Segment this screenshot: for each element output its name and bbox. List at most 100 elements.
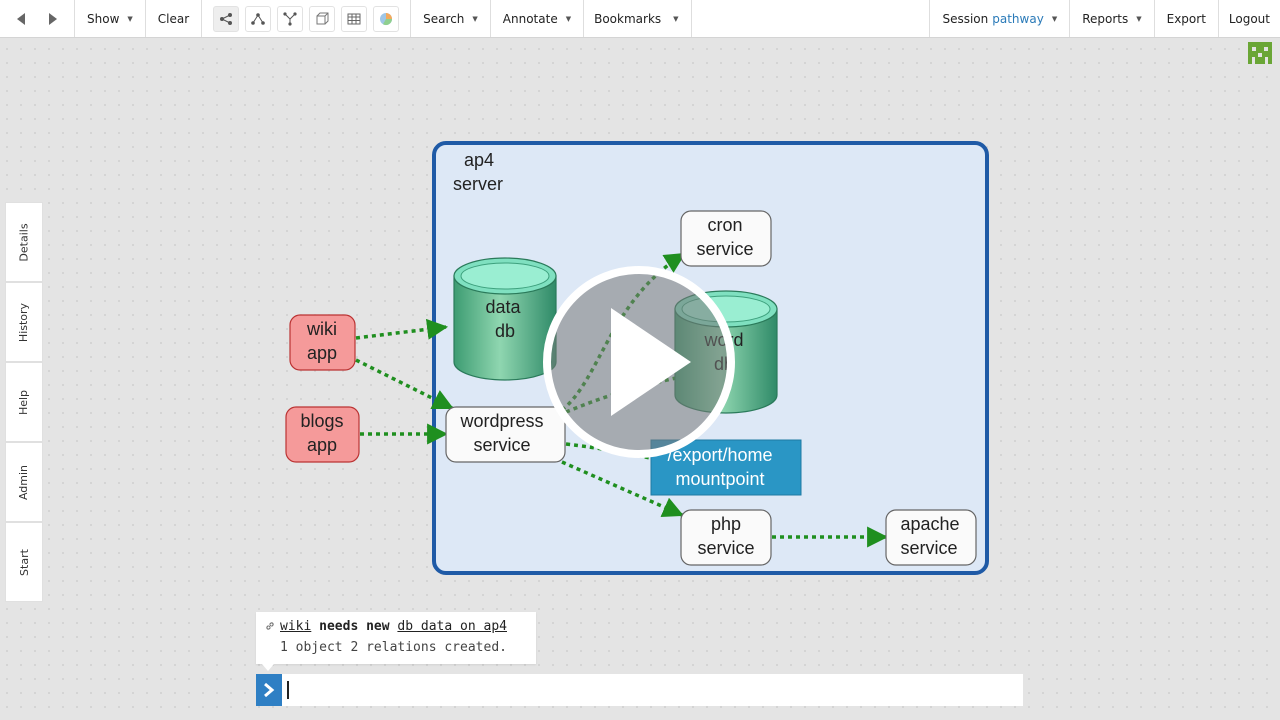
search-menu[interactable]: Search ▼ bbox=[411, 0, 490, 37]
clear-button[interactable]: Clear bbox=[146, 0, 201, 37]
node-wiki-app[interactable]: wiki app bbox=[289, 314, 356, 371]
share-view-button[interactable] bbox=[213, 5, 240, 32]
branch-icon bbox=[283, 11, 297, 26]
logout-group: Logout bbox=[1219, 0, 1280, 37]
message-verb: needs new bbox=[319, 618, 390, 634]
logout-button[interactable]: Logout bbox=[1219, 0, 1280, 37]
message-line: wiki needs new db data on ap4 bbox=[264, 618, 528, 634]
export-label: Export bbox=[1166, 11, 1206, 26]
php-label-line1: php bbox=[711, 514, 741, 534]
message-panel: wiki needs new db data on ap4 1 object 2… bbox=[256, 612, 536, 671]
message-result: 1 object 2 relations created. bbox=[280, 640, 507, 655]
back-icon bbox=[17, 12, 25, 25]
forward-button[interactable] bbox=[40, 5, 66, 32]
bookmarks-label: Bookmarks bbox=[594, 11, 662, 26]
cube-view-button[interactable] bbox=[309, 5, 336, 32]
chevron-right-icon bbox=[264, 683, 275, 697]
php-label-line2: service bbox=[697, 538, 754, 558]
table-icon bbox=[347, 13, 361, 24]
show-label: Show bbox=[87, 11, 120, 26]
bookmarks-group: Bookmarks ▼ bbox=[584, 0, 692, 37]
network-icon bbox=[251, 12, 265, 25]
session-label: Session bbox=[942, 11, 989, 26]
cube-icon bbox=[316, 12, 329, 24]
nav-group bbox=[0, 0, 75, 37]
clear-group: Clear bbox=[146, 0, 203, 37]
caret-down-icon: ▼ bbox=[673, 14, 679, 23]
export-group: Export bbox=[1155, 0, 1219, 37]
server-label-line1: ap4 bbox=[464, 150, 494, 170]
caret-down-icon: ▼ bbox=[1051, 14, 1058, 23]
tab-help[interactable]: Help bbox=[5, 362, 43, 442]
caret-down-icon: ▼ bbox=[472, 14, 478, 23]
node-data-db[interactable]: data db bbox=[453, 257, 557, 381]
side-tabs: Details History Help Admin Start bbox=[5, 202, 43, 602]
message-subject-link[interactable]: wiki bbox=[280, 618, 312, 634]
tab-start[interactable]: Start bbox=[5, 522, 43, 602]
show-menu[interactable]: Show ▼ bbox=[75, 0, 145, 37]
datadb-label-line1: data bbox=[485, 297, 521, 317]
command-prompt bbox=[256, 674, 282, 706]
message-object-link[interactable]: db data on ap4 bbox=[397, 618, 507, 634]
tab-history[interactable]: History bbox=[5, 282, 43, 362]
annotate-menu[interactable]: Annotate ▼ bbox=[491, 0, 583, 37]
node-php-service[interactable]: php service bbox=[680, 509, 772, 566]
bookmarks-menu[interactable]: Bookmarks ▼ bbox=[584, 0, 690, 37]
play-triangle-icon bbox=[611, 308, 691, 416]
tab-details[interactable]: Details bbox=[5, 202, 43, 282]
session-name: pathway bbox=[992, 11, 1044, 26]
caret-down-icon: ▼ bbox=[565, 14, 572, 23]
export-button[interactable]: Export bbox=[1155, 0, 1218, 37]
command-bar bbox=[256, 674, 1023, 706]
view-icons-group bbox=[202, 0, 412, 37]
pie-view-button[interactable] bbox=[373, 5, 400, 32]
blogs-label-line2: app bbox=[307, 435, 337, 455]
apache-label-line2: service bbox=[900, 538, 957, 558]
play-video-button[interactable] bbox=[541, 264, 737, 460]
toolbar: Show ▼ Clear Search ▼ Annotate ▼ Bookmarks ▼ bbox=[0, 0, 1280, 38]
command-input[interactable] bbox=[287, 681, 1023, 699]
branch-view-button[interactable] bbox=[277, 5, 304, 32]
edge-wiki-wordpress bbox=[355, 358, 454, 410]
node-apache-service[interactable]: apache service bbox=[885, 509, 977, 566]
show-group: Show ▼ bbox=[75, 0, 146, 37]
message-tail bbox=[262, 664, 274, 671]
edge-wiki-datadb bbox=[355, 318, 449, 340]
annotate-group: Annotate ▼ bbox=[491, 0, 585, 37]
blogs-label-line1: blogs bbox=[300, 411, 343, 431]
node-export-mountpoint[interactable]: /export/home mountpoint bbox=[650, 439, 802, 496]
annotate-label: Annotate bbox=[502, 11, 558, 26]
app-logo-icon bbox=[1248, 42, 1272, 64]
forward-icon bbox=[49, 12, 57, 25]
datadb-label-line2: db bbox=[495, 321, 515, 341]
caret-down-icon: ▼ bbox=[127, 14, 133, 23]
pie-icon bbox=[380, 12, 393, 25]
caret-down-icon: ▼ bbox=[1136, 14, 1142, 23]
back-button[interactable] bbox=[8, 5, 34, 32]
wiki-label-line2: app bbox=[307, 343, 337, 363]
reports-menu[interactable]: Reports ▼ bbox=[1070, 0, 1153, 37]
wiki-label-line1: wiki bbox=[306, 319, 337, 339]
reports-label: Reports bbox=[1082, 11, 1129, 26]
search-label: Search bbox=[423, 11, 465, 26]
link-icon[interactable] bbox=[264, 620, 276, 632]
node-cron-service[interactable]: cron service bbox=[680, 210, 772, 267]
network-view-button[interactable] bbox=[245, 5, 272, 32]
export-label-line2: mountpoint bbox=[675, 469, 764, 489]
wordpress-label-line2: service bbox=[473, 435, 530, 455]
logout-label: Logout bbox=[1228, 11, 1270, 26]
reports-group: Reports ▼ bbox=[1070, 0, 1155, 37]
cron-label-line1: cron bbox=[707, 215, 742, 235]
wordpress-label-line1: wordpress bbox=[459, 411, 543, 431]
node-wordpress-service[interactable]: wordpress service bbox=[445, 406, 566, 463]
apache-label-line1: apache bbox=[900, 514, 959, 534]
node-blogs-app[interactable]: blogs app bbox=[285, 406, 360, 463]
share-icon bbox=[220, 12, 233, 25]
server-label-line2: server bbox=[453, 174, 503, 194]
tab-admin[interactable]: Admin bbox=[5, 442, 43, 522]
table-view-button[interactable] bbox=[341, 5, 368, 32]
edge-wordpress-php bbox=[561, 460, 684, 517]
clear-label: Clear bbox=[157, 11, 190, 26]
